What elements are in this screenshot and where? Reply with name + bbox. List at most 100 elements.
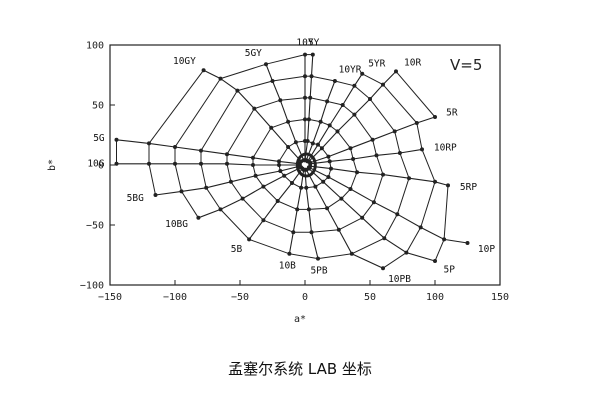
point-5r <box>326 154 331 159</box>
point-10r <box>394 69 398 74</box>
chroma-ring-segment <box>338 217 363 231</box>
chroma-ring-segment <box>174 163 182 192</box>
point-10bg <box>240 196 245 201</box>
chroma-ring-segment <box>272 75 306 82</box>
point-5gy <box>301 158 306 163</box>
point-10rp <box>397 151 402 155</box>
y-tick-label: −100 <box>80 281 104 292</box>
hue-label-10yr: 10YR <box>339 65 362 76</box>
chroma-ring-segment <box>308 207 328 210</box>
point-5r <box>433 115 437 119</box>
point-10b <box>299 185 304 190</box>
chroma-ring-segment <box>288 118 306 123</box>
chroma-ring-segment <box>334 80 355 87</box>
point-5y <box>305 139 310 143</box>
chroma-ring-segment <box>361 201 375 219</box>
point-5gy <box>293 140 298 145</box>
point-10g <box>199 161 203 166</box>
point-10rp <box>351 157 356 161</box>
chroma-ring-segment <box>396 178 410 215</box>
point-5yr <box>340 103 345 107</box>
x-tick-label: 50 <box>364 292 376 303</box>
point-10yr <box>310 141 315 146</box>
chroma-ring-segment <box>226 108 255 155</box>
point-5bg <box>228 179 233 184</box>
point-10r <box>381 82 385 87</box>
chroma-ring-segment <box>382 84 418 124</box>
point-10bg <box>218 207 223 212</box>
point-10pb <box>313 184 318 189</box>
point-5rp <box>381 172 385 177</box>
point-10y <box>303 52 307 57</box>
hue-line-10bg <box>198 166 302 219</box>
chroma-ring-segment <box>373 174 384 203</box>
chroma-ring-segment <box>230 181 244 199</box>
point-10rp <box>420 147 424 152</box>
point-5b <box>247 237 252 242</box>
point-5y <box>309 74 314 79</box>
y-tick-label: 50 <box>92 101 104 112</box>
point-5p <box>382 236 387 241</box>
point-10pb <box>325 206 330 211</box>
chroma-ring-segment <box>382 252 407 269</box>
y-tick-label: 0 <box>98 161 104 172</box>
chroma-ring-segment <box>181 191 199 219</box>
chroma-ring-segment <box>352 158 358 173</box>
point-10g <box>147 161 151 166</box>
hue-label-5gy: 5GY <box>245 48 262 59</box>
point-5p <box>339 196 344 201</box>
chroma-ring-segment <box>351 237 385 255</box>
hue-label-5p: 5P <box>443 264 455 275</box>
point-5pb <box>316 256 320 261</box>
chroma-ring-segment <box>148 163 156 196</box>
chroma-ring-segment <box>255 175 264 187</box>
chroma-ring-segment <box>252 127 272 159</box>
neutral-center <box>295 152 317 178</box>
point-10y <box>303 117 307 122</box>
point-10b <box>287 251 292 256</box>
chroma-ring-segment <box>263 219 294 233</box>
chroma-ring-segment <box>395 71 436 118</box>
chroma-ring-segment <box>248 238 290 255</box>
hue-line-5yr <box>307 73 363 162</box>
point-10b <box>295 207 300 212</box>
x-tick-label: 150 <box>491 292 509 303</box>
value-label: V=5 <box>450 56 482 74</box>
point-10bg <box>282 173 287 178</box>
chroma-ring-segment <box>376 155 384 175</box>
point-5b <box>261 218 266 223</box>
figure-caption: 孟塞尔系统 LAB 坐标 <box>228 360 372 378</box>
point-10bg <box>261 184 266 189</box>
point-10gy <box>235 88 240 93</box>
chroma-ring-segment <box>369 98 396 132</box>
point-5yr <box>360 71 365 76</box>
chroma-ring-segment <box>372 139 377 156</box>
hue-label-10pb: 10PB <box>388 274 411 285</box>
chroma-ring-segment <box>242 198 264 221</box>
point-10b <box>291 230 296 235</box>
chroma-ring-segment <box>326 100 343 106</box>
chroma-ring-segment <box>277 200 298 210</box>
point-5p <box>433 259 437 263</box>
point-10yr <box>332 79 337 83</box>
point-5b <box>290 181 294 185</box>
point-5gy <box>286 119 291 124</box>
point-5rp <box>329 166 333 171</box>
chroma-ring-segment <box>354 85 371 100</box>
point-10g <box>173 161 177 166</box>
point-10r <box>368 97 372 101</box>
hue-label-10rp: 10RP <box>434 143 457 154</box>
point-5p <box>321 179 326 184</box>
point-10r <box>335 129 340 134</box>
point-10bg <box>196 215 201 220</box>
chroma-ring-segment <box>394 131 401 154</box>
point-10r <box>319 146 324 151</box>
point-10p <box>371 200 376 205</box>
chroma-ring-segment <box>310 97 328 102</box>
chroma-ring-segment <box>443 185 449 240</box>
chroma-ring-segment <box>361 73 384 86</box>
hue-line-10g <box>116 163 300 166</box>
chroma-ring-segment <box>317 253 352 260</box>
point-10gy <box>252 106 257 111</box>
chroma-ring-segment <box>420 181 436 228</box>
